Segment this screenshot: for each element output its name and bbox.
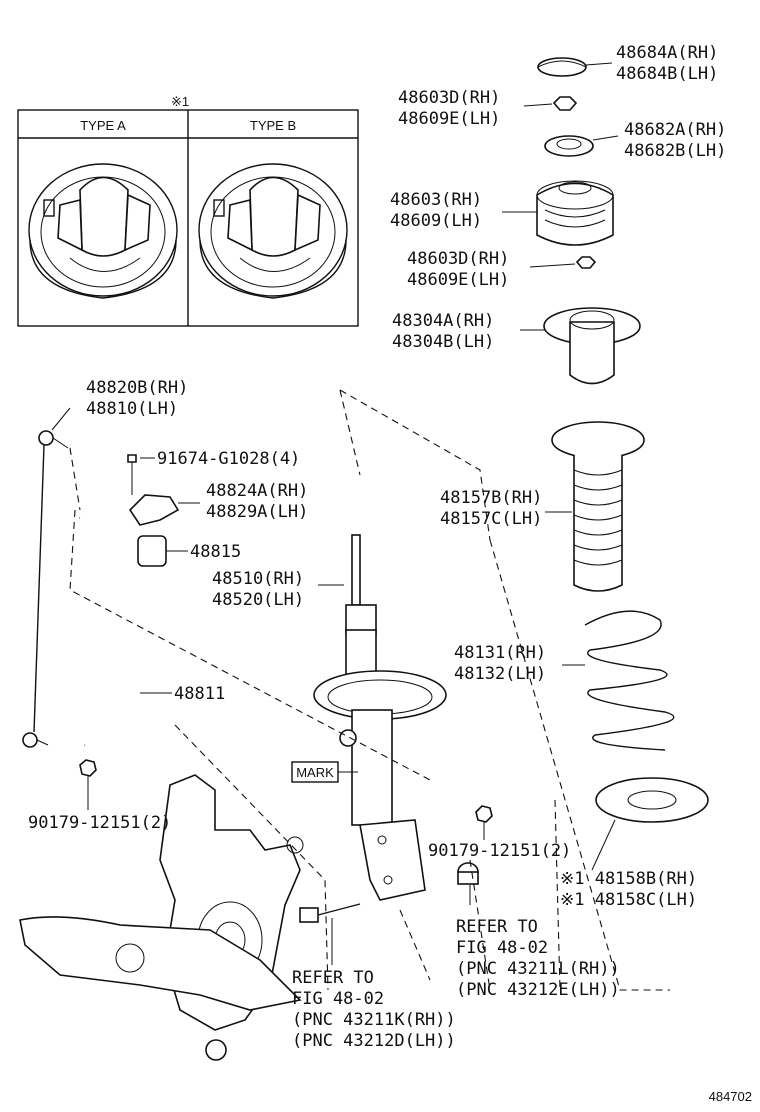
type-a-label: TYPE A: [80, 118, 126, 133]
part-label-p10b: 48157C(LH): [440, 509, 542, 529]
type-a-drawing: [28, 163, 178, 299]
part-label-p4b: 48609(LH): [390, 211, 482, 231]
part-label-p10a: 48157B(RH): [440, 488, 542, 508]
collar: [457, 862, 479, 905]
refer-right-line-1: REFER TO: [456, 917, 538, 937]
refer-left-line-4: (PNC 43212D(LH)): [292, 1031, 456, 1051]
part-label-p5b: 48609E(LH): [407, 270, 509, 290]
part-label-p2a: 48603D(RH): [398, 88, 500, 108]
part-label-p4a: 48603(RH): [390, 190, 482, 210]
part-label-p12a: 48510(RH): [212, 569, 304, 589]
shock-absorber: [313, 534, 447, 901]
lower-arm: [19, 916, 302, 1061]
part-label-p17b: ※1 48158C(LH): [560, 890, 697, 910]
stabilizer-bushing: [137, 535, 188, 567]
refer-left-line-3: (PNC 43211K(RH)): [292, 1010, 456, 1030]
part-label-p13a: 48131(RH): [454, 643, 546, 663]
left-nut: [79, 759, 97, 810]
part-label-p2b: 48609E(LH): [398, 109, 500, 129]
refer-right-line-4: (PNC 43212E(LH)): [456, 980, 620, 1000]
part-label-p12b: 48520(LH): [212, 590, 304, 610]
inset-note: ※1: [171, 94, 189, 109]
part-label-p16: 90179-12151(2): [428, 841, 571, 861]
bracket-bolt: [127, 454, 155, 495]
spring-lower-insulator: [591, 777, 709, 871]
stabilizer-bar: [79, 515, 172, 748]
refer-right-line-2: FIG 48-02: [456, 938, 548, 958]
support-mount: [502, 180, 614, 246]
refer-left-line-2: FIG 48-02: [292, 989, 384, 1009]
part-label-p1a: 48684A(RH): [616, 43, 718, 63]
knuckle-bolt: [299, 903, 361, 965]
type-b-label: TYPE B: [250, 118, 296, 133]
upper-nut: [523, 96, 578, 111]
dust-cap: [537, 57, 613, 77]
dashed-guides: [69, 389, 670, 991]
part-label-p6a: 48304A(RH): [392, 311, 494, 331]
spring-upper-seat: [520, 307, 641, 385]
mark-label: MARK: [296, 765, 334, 780]
part-label-p9a: 48824A(RH): [206, 481, 308, 501]
part-label-p3b: 48682B(LH): [624, 141, 726, 161]
mark-callout: [291, 761, 339, 783]
bumper-boot: [545, 421, 645, 592]
part-label-p17a: ※1 48158B(RH): [560, 869, 697, 889]
refer-left-line-1: REFER TO: [292, 968, 374, 988]
part-label-p3a: 48682A(RH): [624, 120, 726, 140]
part-label-p11: 48815: [190, 542, 241, 562]
lower-nut: [529, 256, 597, 269]
part-label-p14: 48811: [174, 684, 225, 704]
coil-spring: [562, 610, 675, 751]
knuckle-nut: [475, 805, 493, 840]
part-label-p15: 90179-12151(2): [28, 813, 171, 833]
stabilizer-bracket: [128, 494, 200, 526]
figure-number: 484702: [709, 1089, 752, 1104]
part-label-p5a: 48603D(RH): [407, 249, 509, 269]
part-label-p13b: 48132(LH): [454, 664, 546, 684]
part-label-p7b: 48810(LH): [86, 399, 178, 419]
part-label-p1b: 48684B(LH): [616, 64, 718, 84]
part-label-p6b: 48304B(LH): [392, 332, 494, 352]
refer-right-line-3: (PNC 43211L(RH)): [456, 959, 620, 979]
part-label-p9b: 48829A(LH): [206, 502, 308, 522]
type-inset: [17, 109, 359, 327]
type-b-drawing: [198, 163, 348, 299]
upper-seat: [544, 135, 619, 157]
stabilizer-link: [22, 407, 71, 748]
part-label-p7a: 48820B(RH): [86, 378, 188, 398]
part-label-p8: 91674-G1028(4): [157, 449, 300, 469]
